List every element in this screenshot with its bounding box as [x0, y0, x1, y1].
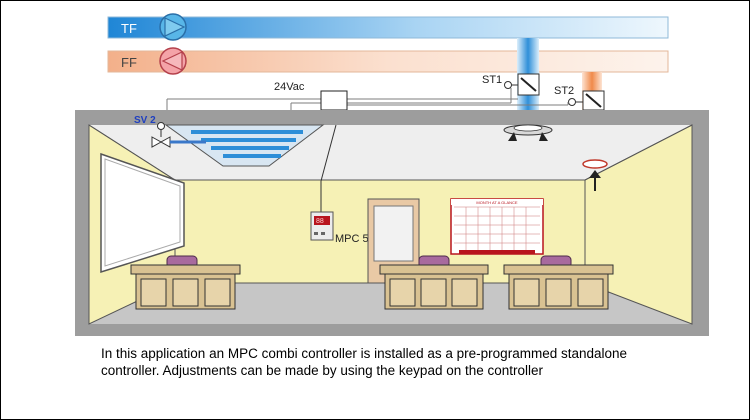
st1-label: ST1	[482, 74, 502, 86]
wall-calendar: MONTH AT A GLANCE	[450, 198, 544, 255]
ff-pipe: FF	[107, 47, 669, 75]
st1-sensor: ST1	[482, 73, 540, 96]
calendar-header: MONTH AT A GLANCE	[476, 200, 518, 205]
tf-pipe: TF	[107, 13, 669, 41]
control-wiring	[166, 88, 569, 113]
ceiling-fan-icon	[503, 124, 553, 141]
st2-label: ST2	[554, 85, 574, 97]
transformer-box: 24Vac	[274, 81, 348, 111]
controller-display: 88	[316, 218, 324, 225]
sv2-valve: SV 2	[134, 115, 206, 148]
mpc5-label: MPC 5	[335, 233, 369, 245]
tf-label: TF	[121, 21, 137, 36]
return-grille-icon	[582, 159, 608, 191]
desk-right	[503, 264, 614, 310]
transformer-label: 24Vac	[274, 81, 305, 93]
ff-pump-icon	[159, 47, 187, 75]
sv2-label: SV 2	[134, 115, 156, 126]
desk-left	[130, 264, 241, 310]
whiteboard	[100, 152, 185, 274]
caption-line-1: In this application an MPC combi control…	[101, 346, 628, 361]
tf-pump-icon	[159, 13, 187, 41]
caption: In this application an MPC combi control…	[101, 345, 721, 379]
ceiling-diffuser	[164, 124, 325, 167]
st2-sensor: ST2	[554, 85, 605, 111]
mpc5-controller: 88 MPC 5	[310, 211, 369, 245]
caption-line-2: controller. Adjustments can be made by u…	[101, 363, 544, 378]
mpc-ceiling-wire	[320, 124, 337, 182]
ff-label: FF	[121, 55, 137, 70]
desk-middle	[379, 264, 489, 310]
